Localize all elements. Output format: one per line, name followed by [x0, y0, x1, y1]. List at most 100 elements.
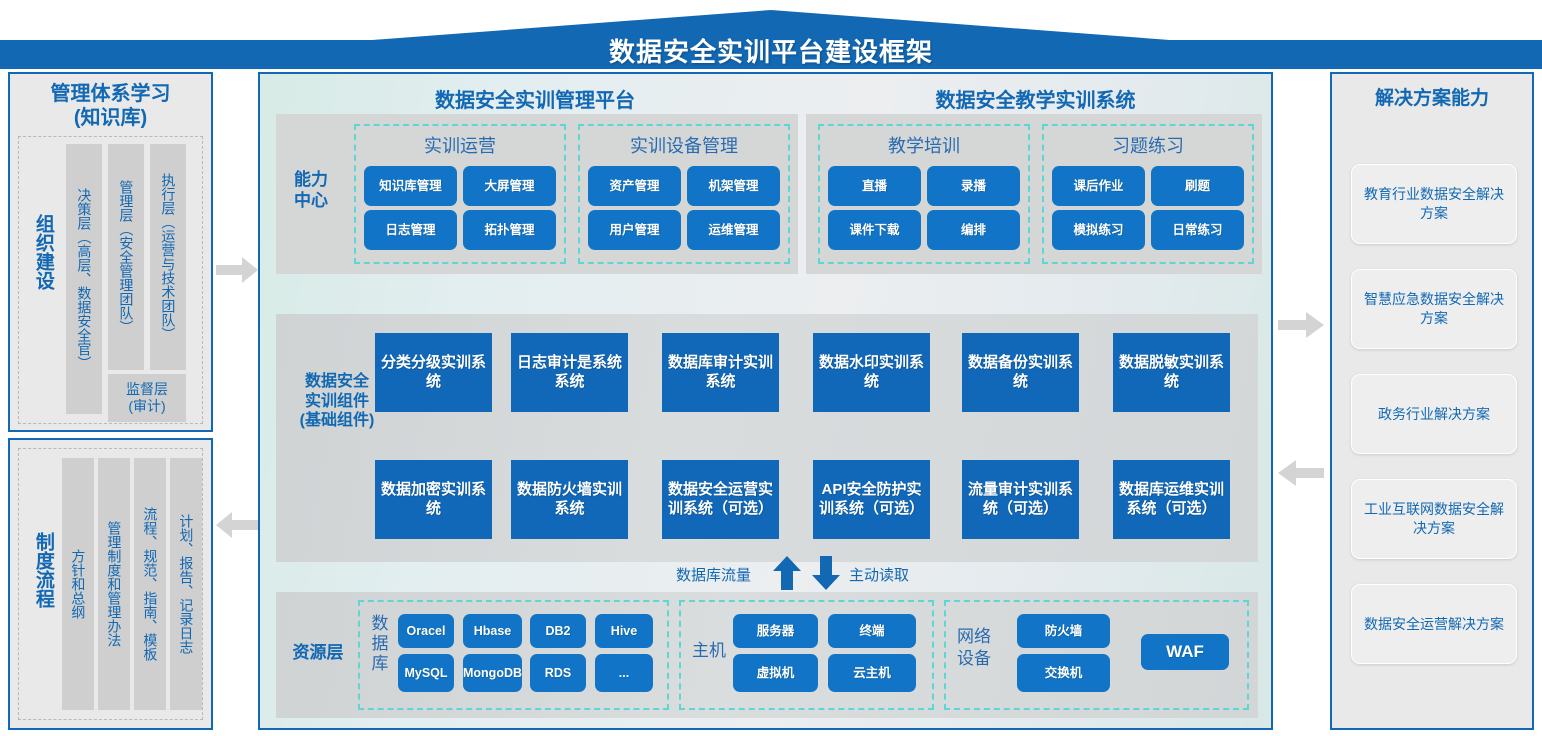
- button-switch[interactable]: 交换机: [1017, 654, 1110, 692]
- button-mock-practice[interactable]: 模拟练习: [1052, 210, 1145, 250]
- button-hive[interactable]: Hive: [595, 614, 653, 648]
- component-data-firewall[interactable]: 数据防火墙实训系统: [511, 460, 628, 539]
- policy-process-panel: 制度流程 方针和总纲 管理制度和管理办法 流程、规范、指南、模板 计划、报告、记…: [8, 438, 213, 730]
- resource-database-label: 数 据 库: [366, 614, 394, 674]
- group-exercises-label: 习题练习: [1112, 136, 1184, 156]
- button-daily-practice[interactable]: 日常练习: [1151, 210, 1244, 250]
- solution-card-emergency[interactable]: 智慧应急数据安全解决方案: [1351, 269, 1517, 349]
- button-terminal[interactable]: 终端: [828, 614, 916, 648]
- button-virtual-machine[interactable]: 虚拟机: [733, 654, 818, 692]
- button-rack-management[interactable]: 机架管理: [687, 166, 780, 206]
- left-panel-title: 管理体系学习 (知识库): [10, 74, 211, 130]
- button-mongodb[interactable]: MongoDB: [463, 654, 522, 692]
- resource-host-label: 主机: [692, 641, 726, 660]
- policy-caption: 制度流程: [32, 532, 54, 608]
- policy-column-1-label: 管理制度和管理办法: [106, 521, 123, 647]
- flow-label-db-traffic: 数据库流量: [676, 567, 752, 584]
- left-panel-title-line1: 管理体系学习: [50, 83, 171, 105]
- button-cloud-host[interactable]: 云主机: [828, 654, 916, 692]
- solution-card-government[interactable]: 政务行业解决方案: [1351, 374, 1517, 454]
- button-asset-management[interactable]: 资产管理: [588, 166, 681, 206]
- resource-group-host: [679, 600, 934, 710]
- decision-layer-column: 决策层（高层、数据安全官）: [66, 144, 102, 414]
- button-big-screen-management[interactable]: 大屏管理: [463, 166, 556, 206]
- group-device-management-label: 实训设备管理: [630, 136, 738, 156]
- organization-caption: 组织建设: [32, 214, 54, 290]
- component-data-masking[interactable]: 数据脱敏实训系统: [1113, 333, 1230, 412]
- button-log-management[interactable]: 日志管理: [364, 210, 457, 250]
- banner: 数据安全实训平台建设框架: [0, 10, 1542, 68]
- center-to-left-arrow-icon: [216, 512, 258, 538]
- button-recorded-broadcast[interactable]: 录播: [927, 166, 1020, 206]
- policy-column-3-label: 计划、报告、记录日志: [178, 514, 195, 654]
- left-to-center-arrow-icon: [216, 257, 258, 283]
- policy-column-2: 流程、规范、指南、模板: [134, 458, 166, 710]
- component-classification-grading[interactable]: 分类分级实训系统: [375, 333, 492, 412]
- db-label-line3: 库: [371, 654, 389, 674]
- button-oracle[interactable]: Oracel: [398, 614, 454, 648]
- banner-shape: [0, 10, 1542, 68]
- button-question-drill[interactable]: 刷题: [1151, 166, 1244, 206]
- group-exercises: 习题练习: [1042, 124, 1254, 264]
- button-db2[interactable]: DB2: [530, 614, 586, 648]
- component-data-watermark[interactable]: 数据水印实训系统: [813, 333, 930, 412]
- components-label-line2: 实训组件: [304, 392, 369, 410]
- policy-column-3: 计划、报告、记录日志: [170, 458, 202, 710]
- component-data-encryption[interactable]: 数据加密实训系统: [375, 460, 492, 539]
- solution-card-industrial-internet[interactable]: 工业互联网数据安全解决方案: [1351, 479, 1517, 559]
- network-label-line1: 网络: [957, 627, 991, 646]
- right-to-center-arrow-icon: [1278, 460, 1324, 486]
- solution-card-security-operations[interactable]: 数据安全运营解决方案: [1351, 584, 1517, 664]
- management-layer-label: 管理层（安全管理团队）: [118, 180, 135, 334]
- resource-network-label: 网络 设备: [957, 626, 991, 670]
- teaching-system-title: 数据安全教学实训系统: [935, 90, 1136, 112]
- button-knowledge-base-management[interactable]: 知识库管理: [364, 166, 457, 206]
- button-courseware-download[interactable]: 课件下载: [828, 210, 921, 250]
- button-waf[interactable]: WAF: [1141, 634, 1229, 670]
- button-live-streaming[interactable]: 直播: [828, 166, 921, 206]
- management-system-panel: 管理体系学习 (知识库) 组织建设 决策层（高层、数据安全官） 管理层（安全管理…: [8, 72, 213, 432]
- supervisor-layer-box: 监督层 (审计): [108, 374, 186, 422]
- component-api-security[interactable]: API安全防护实训系统（可选）: [813, 460, 930, 539]
- button-firewall[interactable]: 防火墙: [1017, 614, 1110, 648]
- button-arrangement[interactable]: 编排: [927, 210, 1020, 250]
- db-label-line1: 数: [371, 614, 389, 633]
- button-user-management[interactable]: 用户管理: [588, 210, 681, 250]
- component-log-audit[interactable]: 日志审计是系统系统: [511, 333, 628, 412]
- button-topology-management[interactable]: 拓扑管理: [463, 210, 556, 250]
- management-layer-column: 管理层（安全管理团队）: [108, 144, 144, 370]
- execution-layer-label: 执行层（运营与技术团队）: [160, 173, 177, 341]
- component-traffic-audit[interactable]: 流量审计实训系统（可选）: [962, 460, 1079, 539]
- components-label-line3: (基础组件): [299, 412, 375, 430]
- banner-underline: [0, 66, 1542, 69]
- capability-center-line2: 中心: [294, 190, 328, 210]
- page-title: 数据安全实训平台建设框架: [608, 37, 933, 67]
- group-teaching-training: 教学培训: [818, 124, 1030, 264]
- button-ops-management[interactable]: 运维管理: [687, 210, 780, 250]
- resource-group-database: [358, 600, 669, 710]
- network-label-line2: 设备: [957, 649, 991, 669]
- supervisor-label-line2: (审计): [128, 398, 166, 414]
- policy-column-0-label: 方针和总纲: [70, 549, 87, 619]
- components-label-line1: 数据安全: [304, 373, 369, 390]
- resource-group-network: [944, 600, 1249, 710]
- component-data-security-operations[interactable]: 数据安全运营实训系统（可选）: [662, 460, 779, 539]
- center-to-right-arrow-icon: [1278, 312, 1324, 338]
- button-hbase[interactable]: Hbase: [463, 614, 522, 648]
- group-operations: 实训运营: [354, 124, 566, 264]
- execution-layer-column: 执行层（运营与技术团队）: [150, 144, 186, 370]
- group-operations-label: 实训运营: [424, 136, 496, 156]
- component-data-backup[interactable]: 数据备份实训系统: [962, 333, 1079, 412]
- solution-card-education[interactable]: 教育行业数据安全解决方案: [1351, 164, 1517, 244]
- solution-capability-panel: 解决方案能力 教育行业数据安全解决方案 智慧应急数据安全解决方案 政务行业解决方…: [1330, 72, 1534, 730]
- button-rds[interactable]: RDS: [530, 654, 586, 692]
- button-homework[interactable]: 课后作业: [1052, 166, 1145, 206]
- button-mysql[interactable]: MySQL: [398, 654, 454, 692]
- component-database-audit[interactable]: 数据库审计实训系统: [662, 333, 779, 412]
- resource-layer-label: 资源层: [292, 643, 344, 662]
- button-server[interactable]: 服务器: [733, 614, 818, 648]
- button-more-databases[interactable]: ...: [595, 654, 653, 692]
- capability-center-label: 能力 中心: [280, 170, 342, 211]
- component-database-ops[interactable]: 数据库运维实训系统（可选）: [1113, 460, 1230, 539]
- supervisor-label-line1: 监督层: [126, 381, 168, 398]
